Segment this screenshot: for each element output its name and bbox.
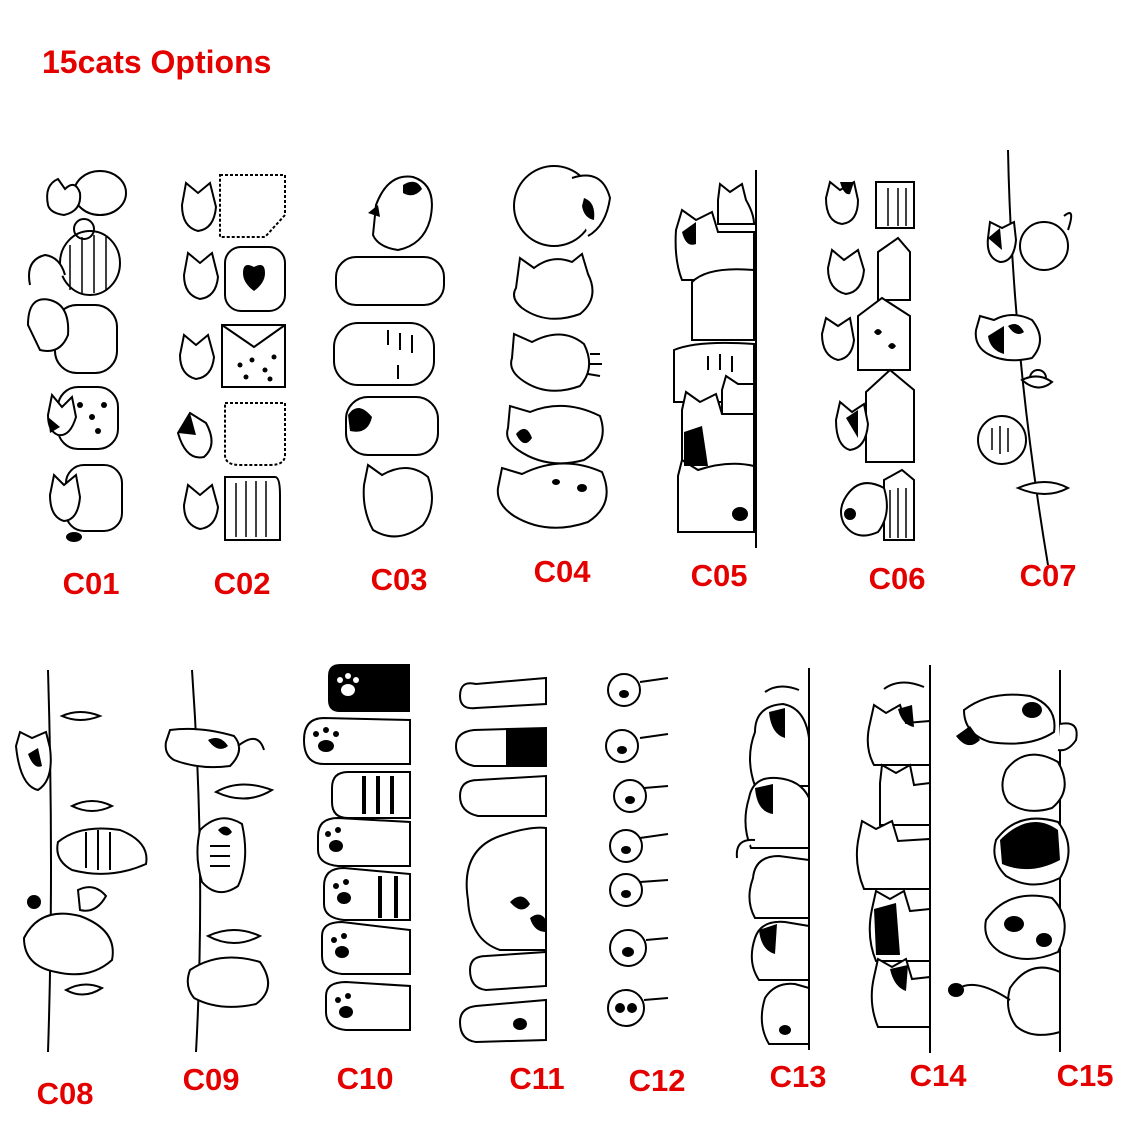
option-label-c09: C09: [182, 1062, 240, 1097]
option-label-c01: C01: [62, 566, 120, 601]
option-label-c06: C06: [868, 561, 926, 596]
option-label-c02: C02: [213, 566, 271, 601]
option-label-c12: C12: [628, 1063, 686, 1098]
hanging-cats-strip-icon: [160, 670, 290, 1055]
cats-in-mugs-strip-icon: [20, 165, 132, 542]
option-label-c15: C15: [1056, 1058, 1114, 1093]
cats-on-line-strip-icon: [968, 150, 1083, 565]
peeking-cats-strip-icon: [668, 170, 763, 550]
sleeping-cats-strip-icon: [948, 670, 1080, 1055]
curled-cats-strip-icon: [492, 158, 624, 548]
option-label-c10: C10: [336, 1061, 394, 1096]
stacked-cats-strip-icon: [328, 165, 448, 550]
cat-legs-strip-icon: [450, 670, 555, 1055]
page-title: 15cats Options: [42, 44, 272, 80]
option-label-c04: C04: [533, 554, 591, 589]
climbing-cats-strip-icon: [725, 668, 820, 1053]
cat-paws-strip-icon: [298, 664, 418, 1045]
option-label-c08: C08: [36, 1076, 94, 1111]
option-label-c03: C03: [370, 562, 428, 597]
option-label-c05: C05: [690, 558, 748, 593]
cats-in-boxes-strip-icon: [818, 170, 923, 550]
option-label-c13: C13: [769, 1059, 827, 1094]
option-label-c07: C07: [1019, 558, 1077, 593]
peeking-cats-pole-strip-icon: [850, 665, 940, 1055]
option-label-c14: C14: [909, 1058, 967, 1093]
option-label-c11: C11: [509, 1061, 565, 1096]
cat-paw-pads-strip-icon: [596, 668, 676, 1053]
cats-in-pockets-strip-icon: [170, 165, 295, 550]
cats-on-line-fish-strip-icon: [10, 670, 155, 1055]
